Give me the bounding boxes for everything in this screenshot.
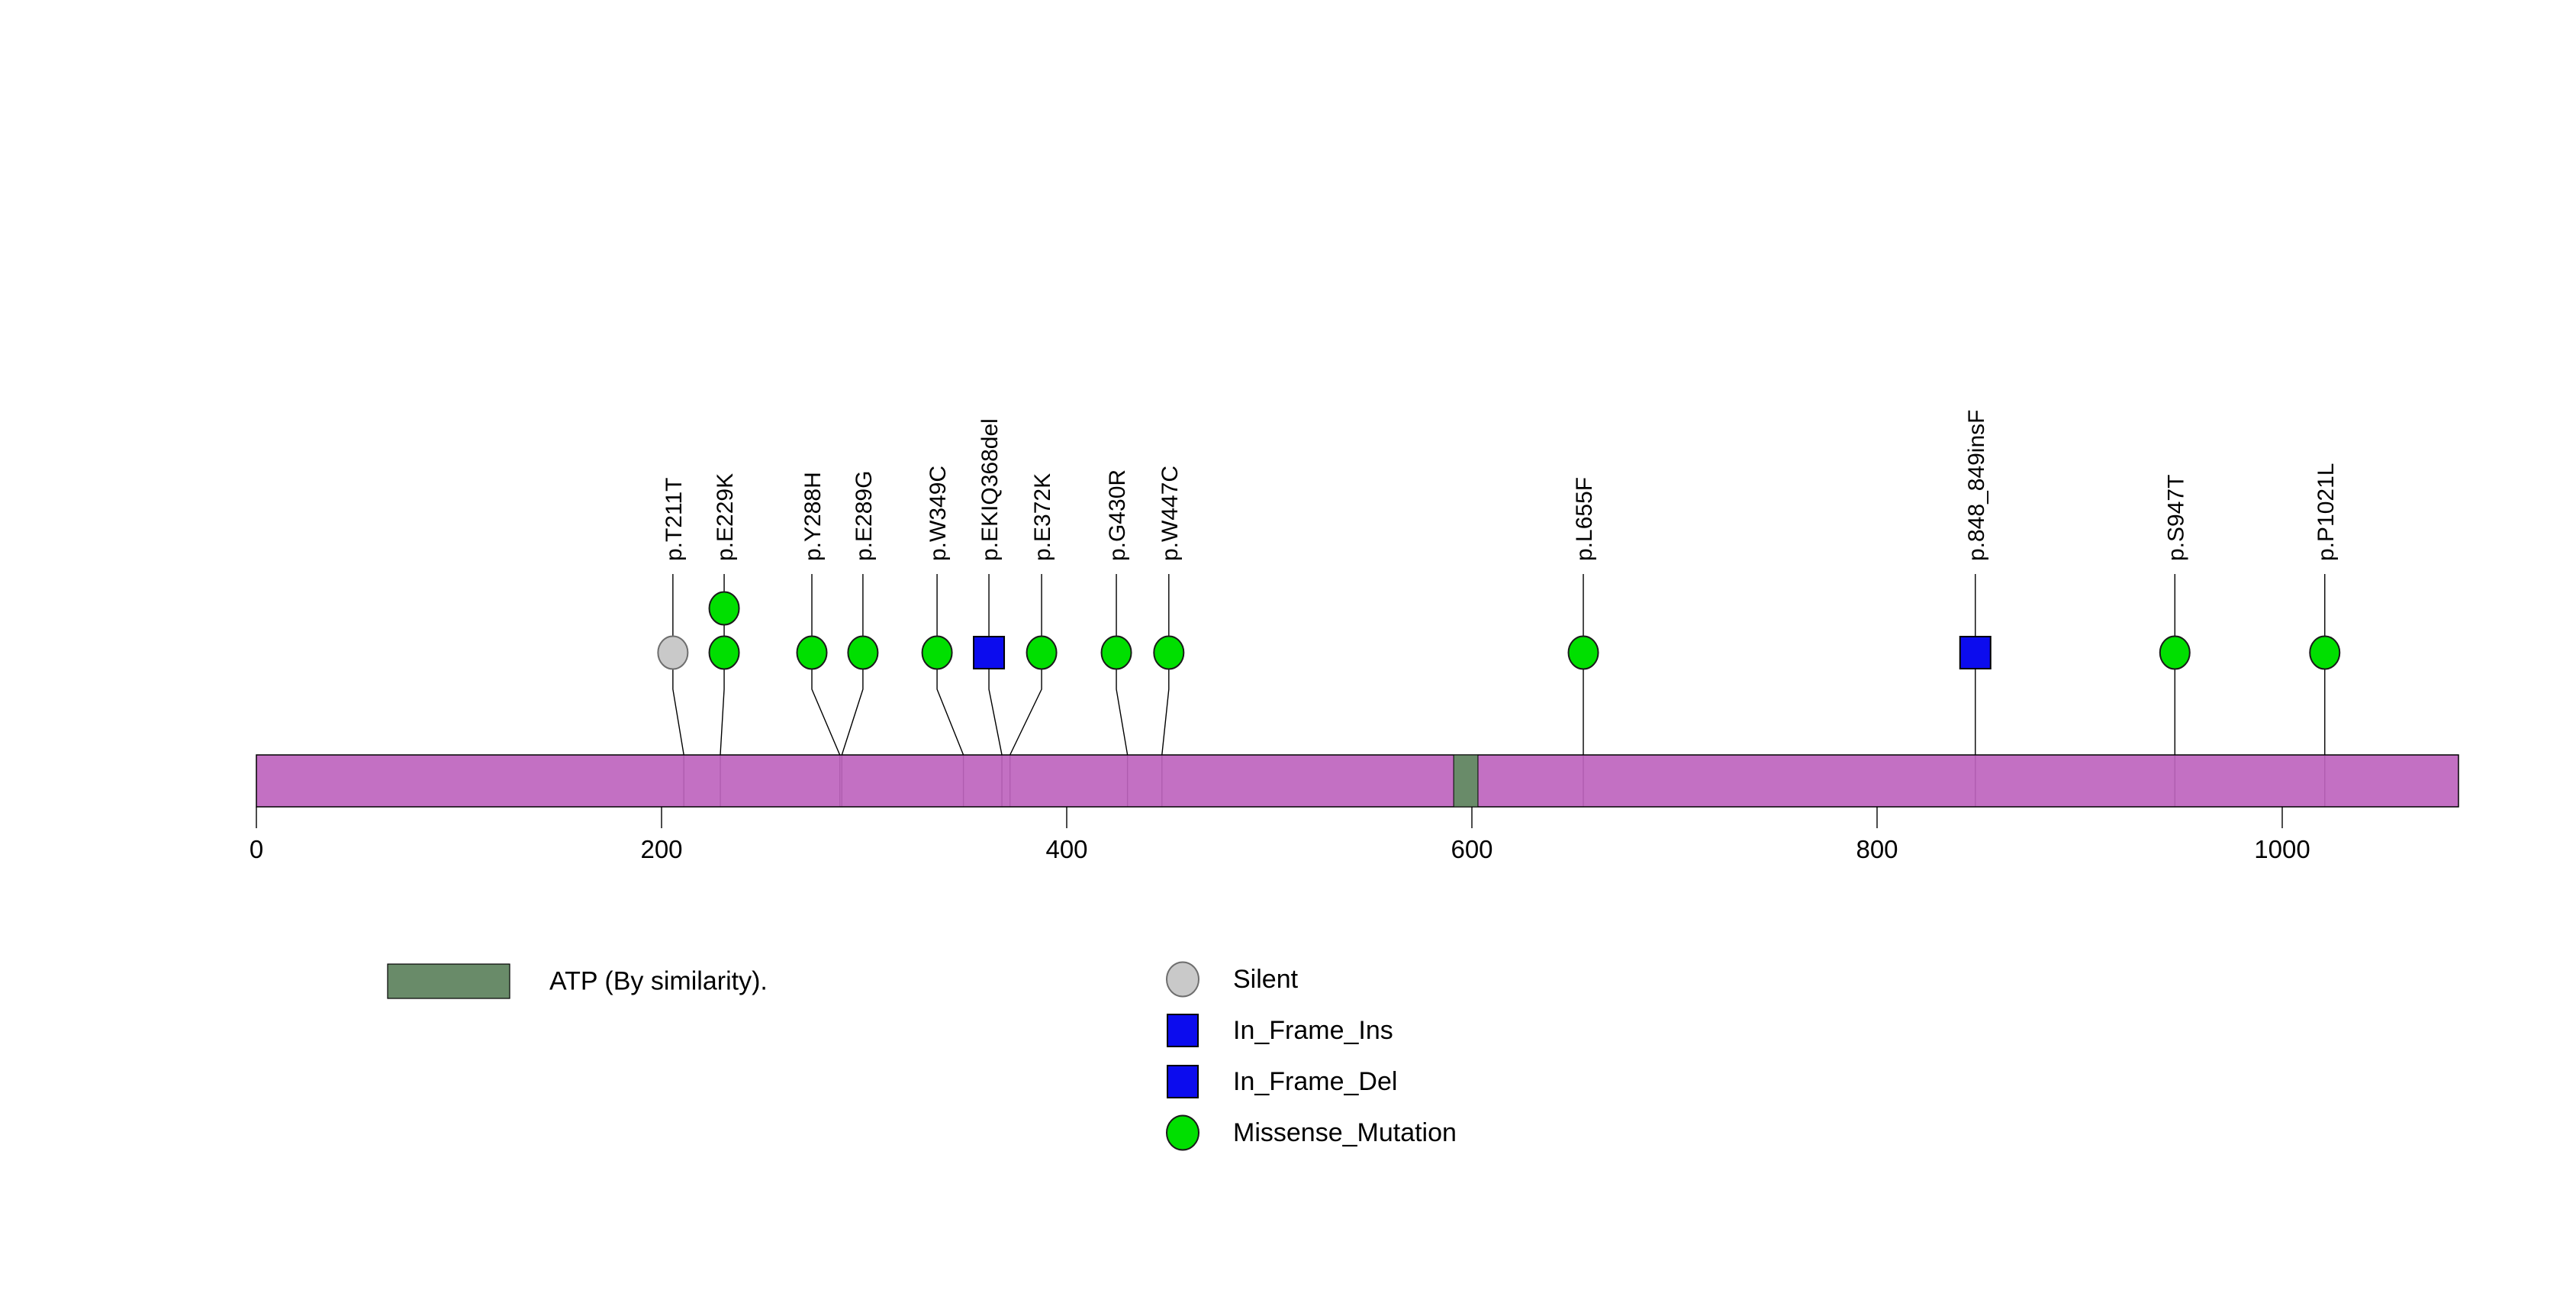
domain-legend: ATP (By similarity). xyxy=(387,963,768,999)
mutation-head-circle xyxy=(921,635,953,670)
domain-legend-swatch xyxy=(387,963,510,999)
legend-item-label: Missense_Mutation xyxy=(1233,1118,1457,1147)
mutation-type-legend: SilentIn_Frame_InsIn_Frame_DelMissense_M… xyxy=(1166,961,1457,1151)
mutation-heads xyxy=(657,591,2341,670)
mutation-head-circle xyxy=(847,635,879,670)
domain-rect-atp xyxy=(1453,754,1479,808)
mutation-label: p.E229K xyxy=(713,473,738,561)
axis-tick-label: 0 xyxy=(250,835,263,863)
mutation-label: p.P1021L xyxy=(2314,463,2339,561)
mutation-label: p.G430R xyxy=(1105,469,1130,561)
axis-tick-label: 800 xyxy=(1856,835,1898,863)
mutation-head-square xyxy=(1959,636,1992,669)
x-axis: 0 200 400 600 800 1000 xyxy=(250,807,2310,863)
legend-item-label: Silent xyxy=(1233,965,1299,994)
axis-tick-label: 400 xyxy=(1045,835,1087,863)
axis-tick-label: 600 xyxy=(1451,835,1492,863)
legend-swatch-square xyxy=(1167,1065,1199,1098)
domain-legend-label: ATP (By similarity). xyxy=(549,967,768,996)
mutation-head-circle xyxy=(657,635,689,670)
legend-item-label: In_Frame_Del xyxy=(1233,1067,1397,1096)
protein-bar-group xyxy=(256,754,2459,808)
mutation-label: p.E372K xyxy=(1030,473,1055,561)
mutation-label: p.S947T xyxy=(2163,475,2188,561)
mutation-head-circle xyxy=(1567,635,1599,670)
legend-swatch-square xyxy=(1167,1014,1199,1047)
mutation-label: p.EKIQ368del xyxy=(977,418,1003,561)
mutation-head-square xyxy=(973,636,1006,669)
legend-swatch-circle xyxy=(1166,961,1199,998)
mutation-head-circle xyxy=(2159,635,2191,670)
mutation-head-circle xyxy=(708,591,740,626)
mutation-label: p.848_849insF xyxy=(1964,410,1989,562)
mutation-label: p.W349C xyxy=(926,466,951,561)
legend-item-label: In_Frame_Ins xyxy=(1233,1016,1393,1045)
axis-tick-label: 200 xyxy=(640,835,682,863)
mutation-head-circle xyxy=(1026,635,1058,670)
mutation-label: p.W447C xyxy=(1158,466,1183,561)
legend-swatch-circle xyxy=(1166,1114,1199,1151)
mutation-label: p.Y288H xyxy=(800,472,826,561)
mutation-head-circle xyxy=(1153,635,1185,670)
mutation-head-circle xyxy=(708,635,740,670)
axis-tick-label: 1000 xyxy=(2254,835,2310,863)
mutation-label: p.E289G xyxy=(852,471,877,561)
mutation-label: p.T211T xyxy=(662,478,687,562)
protein-bar xyxy=(256,754,2459,808)
mutation-head-circle xyxy=(2309,635,2341,670)
mutation-labels: p.T211T p.E229K p.Y288H p.E289G p.W349C p.EKI… xyxy=(662,410,2339,562)
mutation-head-circle xyxy=(1100,635,1132,670)
mutation-head-circle xyxy=(796,635,828,670)
mutation-label: p.L655F xyxy=(1572,477,1597,561)
